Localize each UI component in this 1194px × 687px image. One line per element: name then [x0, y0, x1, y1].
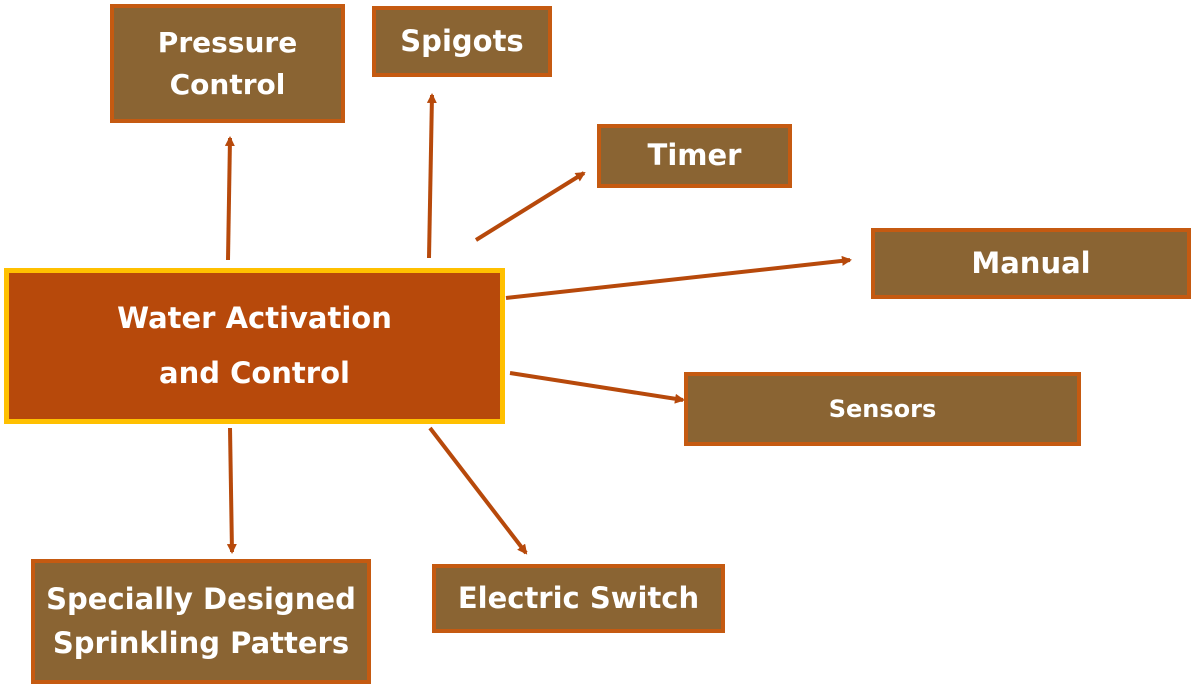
- node-sprinkling-patterns-label: Specially Designed Sprinkling Patters: [46, 582, 356, 660]
- node-pressure-control-label: Pressure Control: [157, 25, 298, 101]
- arrow-to-pressure-control: [224, 136, 235, 261]
- node-manual-label: Manual: [971, 245, 1091, 280]
- center-node-label: Water Activation and Control: [117, 300, 392, 390]
- arrow-to-electric-switch: [428, 426, 528, 555]
- arrow-to-manual: [505, 255, 852, 300]
- node-timer: Timer: [597, 124, 792, 188]
- center-node-water-activation: Water Activation and Control: [4, 268, 505, 424]
- node-sprinkling-patterns: Specially Designed Sprinkling Patters: [31, 559, 371, 684]
- arrow-to-timer: [474, 171, 586, 242]
- arrow-to-sprinkling-patterns: [226, 427, 237, 554]
- node-electric-switch-label: Electric Switch: [457, 580, 700, 615]
- node-electric-switch: Electric Switch: [432, 564, 725, 633]
- arrow-to-spigots: [426, 93, 437, 259]
- node-sensors-label: Sensors: [828, 395, 937, 423]
- node-spigots-label: Spigots: [400, 23, 524, 58]
- node-manual: Manual: [871, 228, 1191, 299]
- node-pressure-control: Pressure Control: [110, 4, 345, 123]
- node-sensors: Sensors: [684, 372, 1081, 446]
- arrow-to-sensors: [509, 371, 685, 404]
- node-spigots: Spigots: [372, 6, 552, 77]
- node-timer-label: Timer: [647, 138, 742, 173]
